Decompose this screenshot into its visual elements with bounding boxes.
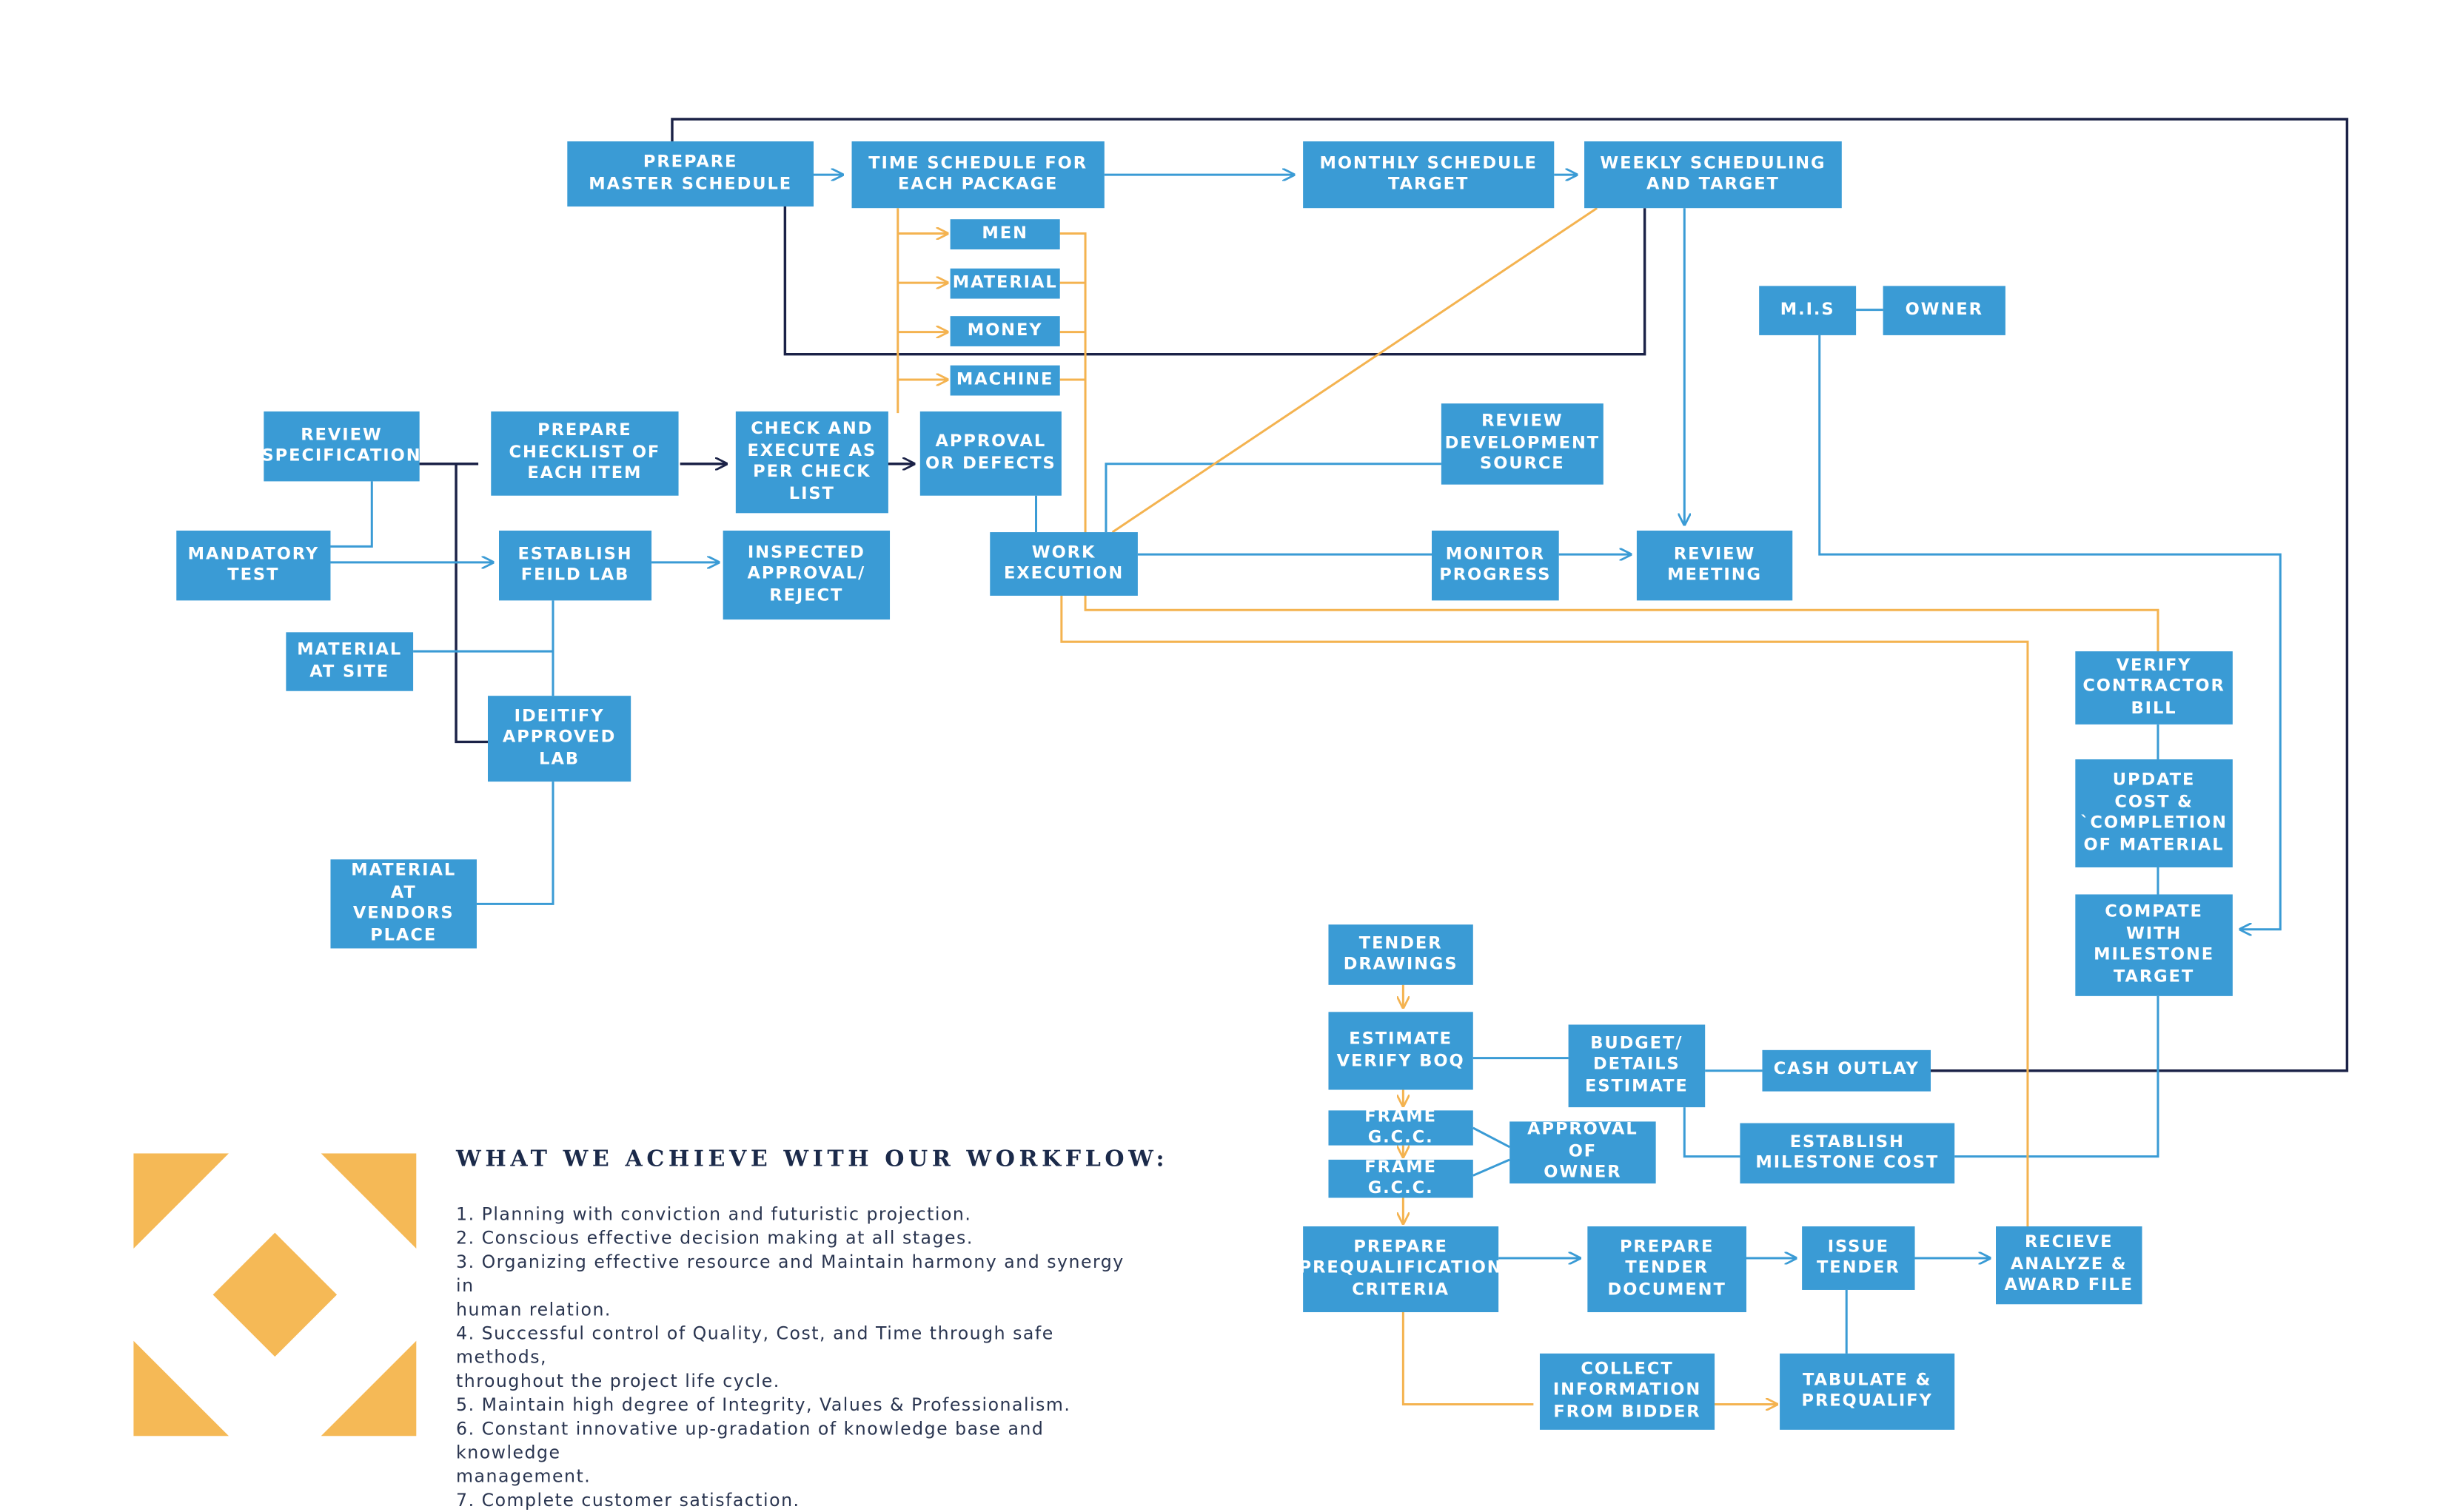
node-update-cost[interactable]: UPDATE COST & `COMPLETION OF MATERIAL [2075, 759, 2233, 867]
orange-connectors [897, 206, 2159, 1404]
node-establish-milestone[interactable]: ESTABLISH MILESTONE COST [1740, 1123, 1955, 1184]
node-review-meeting[interactable]: REVIEW MEETING [1636, 530, 1793, 601]
node-budget-estimate[interactable]: BUDGET/ DETAILS ESTIMATE [1568, 1024, 1706, 1108]
node-receive-award[interactable]: RECIEVE ANALYZE & AWARD FILE [1996, 1226, 2142, 1305]
node-monitor-progress[interactable]: MONITOR PROGRESS [1431, 530, 1559, 601]
node-establish-field-lab[interactable]: ESTABLISH FEILD LAB [499, 530, 652, 601]
node-prepare-master-schedule[interactable]: PREPARE MASTER SCHEDULE [567, 141, 814, 207]
node-monthly-schedule[interactable]: MONTHLY SCHEDULE TARGET [1303, 141, 1555, 209]
node-check-execute[interactable]: CHECK AND EXECUTE AS PER CHECK LIST [735, 411, 888, 514]
achievement-item: 4. Successful control of Quality, Cost, … [456, 1323, 1054, 1392]
blue-connectors [330, 175, 2282, 1354]
node-frame-gcc-2[interactable]: FRAME G.C.C. [1328, 1157, 1473, 1198]
node-inspected-approval[interactable]: INSPECTED APPROVAL/ REJECT [723, 530, 891, 620]
achievement-item: 6. Constant innovative up-gradation of k… [456, 1418, 1045, 1488]
achievement-item: 1. Planning with conviction and futurist… [456, 1204, 972, 1225]
node-machine[interactable]: MACHINE [950, 365, 1060, 396]
node-material-vendors[interactable]: MATERIAL AT VENDORS PLACE [330, 859, 477, 949]
node-approval-defects[interactable]: APPROVAL OR DEFECTS [919, 411, 1062, 496]
node-men[interactable]: MEN [950, 219, 1060, 250]
node-prequalification[interactable]: PREPARE PREQUALIFICATION CRITERIA [1299, 1226, 1501, 1313]
node-approval-owner[interactable]: APPROVAL OF OWNER [1509, 1120, 1656, 1184]
node-prepare-checklist[interactable]: PREPARE CHECKLIST OF EACH ITEM [491, 411, 679, 496]
node-identify-lab[interactable]: IDEITIFY APPROVED LAB [487, 696, 631, 782]
node-money[interactable]: MONEY [950, 316, 1060, 346]
node-material-at-site[interactable]: MATERIAL AT SITE [286, 632, 414, 691]
node-review-specification[interactable]: REVIEW SPECIFICATION [262, 411, 420, 482]
node-weekly-scheduling[interactable]: WEEKLY SCHEDULING AND TARGET [1584, 141, 1842, 209]
node-tender-document[interactable]: PREPARE TENDER DOCUMENT [1587, 1226, 1747, 1313]
node-tabulate[interactable]: TABULATE & PREQUALIFY [1780, 1353, 1955, 1430]
node-compare-milestone[interactable]: COMPATE WITH MILESTONE TARGET [2075, 894, 2233, 996]
node-owner[interactable]: OWNER [1883, 286, 2005, 335]
node-cash-outlay[interactable]: CASH OUTLAY [1762, 1049, 1931, 1092]
node-tender-drawings[interactable]: TENDER DRAWINGS [1328, 924, 1473, 985]
node-collect-info[interactable]: COLLECT INFORMATION FROM BIDDER [1539, 1353, 1715, 1430]
node-review-development[interactable]: REVIEW DEVELOPMENT SOURCE [1441, 403, 1604, 485]
navy-connectors [416, 118, 2349, 1072]
node-issue-tender[interactable]: ISSUE TENDER [1802, 1226, 1915, 1290]
achievement-item: 2. Conscious effective decision making a… [456, 1228, 974, 1249]
node-time-schedule[interactable]: TIME SCHEDULE FOR EACH PACKAGE [851, 141, 1105, 209]
achievements-list: 1. Planning with conviction and futurist… [456, 1203, 1139, 1512]
achievement-item: 5. Maintain high degree of Integrity, Va… [456, 1394, 1071, 1416]
achievement-item: 7. Complete customer satisfaction. [456, 1490, 800, 1511]
node-mis[interactable]: M.I.S [1759, 286, 1857, 335]
achievements-heading: WHAT WE ACHIEVE WITH OUR WORKFLOW: [456, 1146, 1169, 1173]
node-frame-gcc-1[interactable]: FRAME G.C.C. [1328, 1106, 1473, 1147]
node-estimate-boq[interactable]: ESTIMATE VERIFY BOQ [1328, 1012, 1473, 1090]
achievement-item: 3. Organizing effective resource and Mai… [456, 1251, 1125, 1320]
node-material[interactable]: MATERIAL [950, 268, 1060, 299]
logo-icon [133, 1153, 417, 1437]
node-verify-bill[interactable]: VERIFY CONTRACTOR BILL [2075, 651, 2233, 725]
node-work-execution[interactable]: WORK EXECUTION [990, 532, 1138, 596]
node-mandatory-test[interactable]: MANDATORY TEST [176, 530, 331, 601]
